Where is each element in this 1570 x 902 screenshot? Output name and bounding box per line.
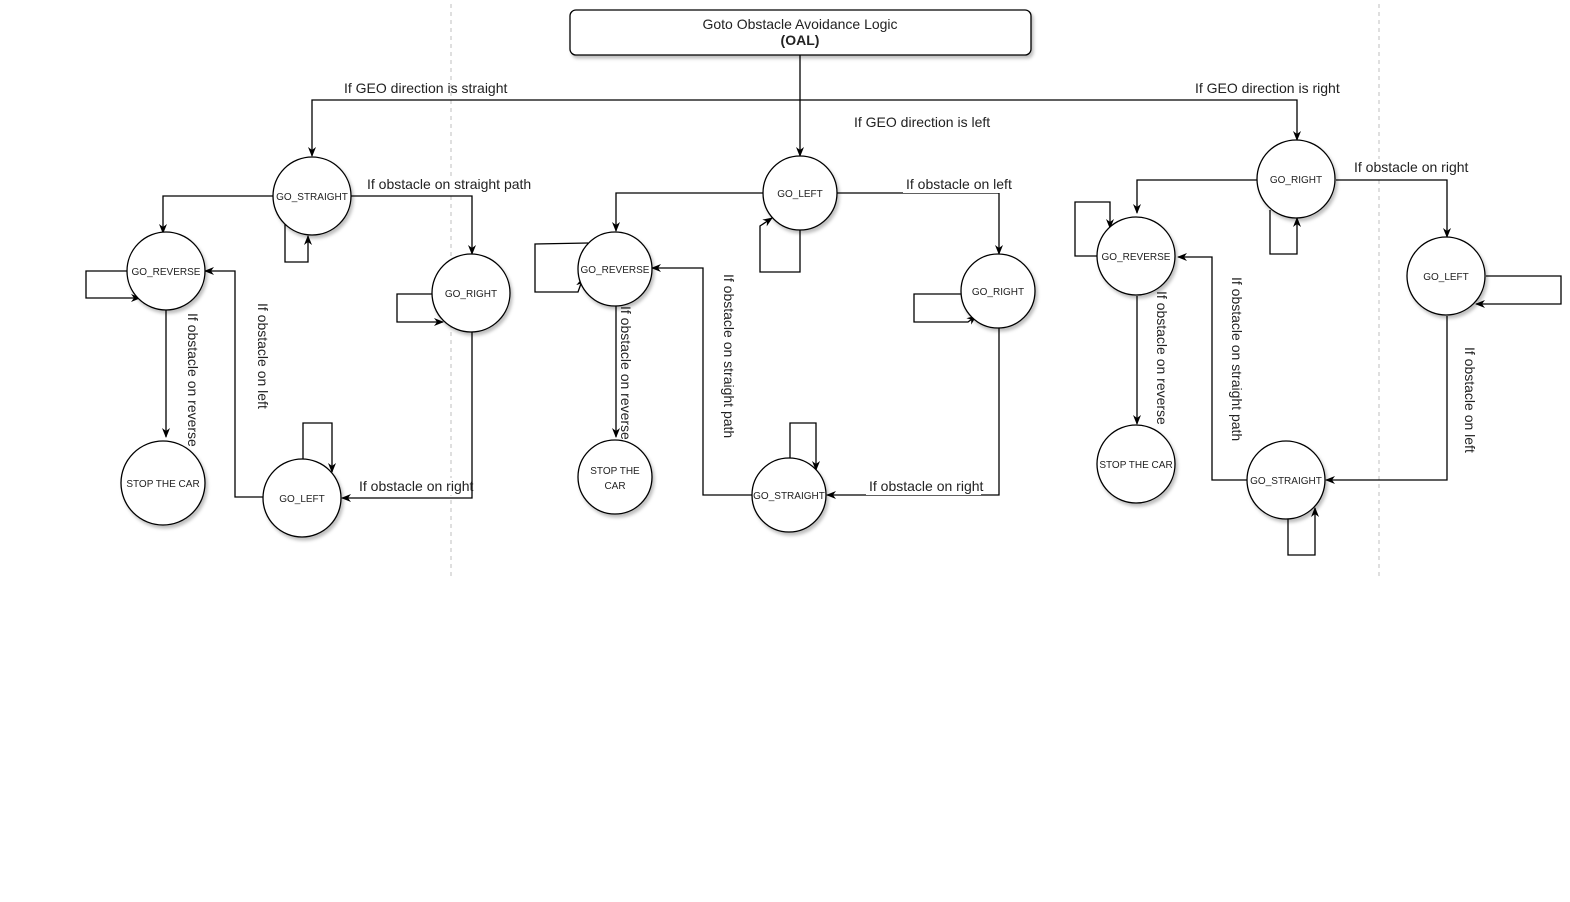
edge-s2-straight-to-reverse — [651, 264, 753, 496]
edge-oal-to-straight — [308, 99, 800, 157]
condition-label-straight-path: If obstacle on straight path — [721, 274, 737, 438]
edge-s1-straight-self-loop — [284, 222, 312, 263]
state-label: GO_RIGHT — [972, 287, 1024, 298]
condition-label-on-left: If obstacle on left — [1462, 347, 1478, 453]
edge-s1-right-self-loop — [396, 293, 444, 326]
state-label: GO_RIGHT — [1270, 175, 1322, 186]
condition-label-on-reverse: If obstacle on reverse — [1154, 291, 1170, 425]
condition-label-on-reverse: If obstacle on reverse — [618, 306, 634, 440]
branch-label-straight: If GEO direction is straight — [344, 80, 508, 96]
state-label: GO_REVERSE — [581, 265, 650, 276]
state-node-go-left: GO_LEFT — [262, 458, 342, 538]
edge-s1-straight-to-right — [351, 195, 476, 255]
state-node-stop-the-car: STOP THE CAR — [120, 440, 206, 526]
condition-label-on-right: If obstacle on right — [869, 478, 984, 494]
edge-s3-right-to-reverse — [1133, 179, 1258, 214]
state-label: GO_LEFT — [777, 189, 823, 200]
state-node-go-reverse: GO_REVERSE — [577, 231, 653, 307]
state-node-go-right: GO_RIGHT — [431, 253, 511, 333]
state-label: GO_REVERSE — [132, 267, 201, 278]
state-node-go-reverse: GO_REVERSE — [1096, 216, 1176, 296]
condition-label-on-reverse: If obstacle on reverse — [185, 313, 201, 447]
state-label: STOP THE CAR — [1099, 460, 1172, 471]
state-label: GO_LEFT — [279, 494, 325, 505]
branch-label-left: If GEO direction is left — [854, 114, 990, 130]
state-node-go-right: GO_RIGHT — [1256, 139, 1336, 219]
edge-s3-reverse-self-loop — [1074, 201, 1114, 257]
edge-s1-straight-to-reverse — [159, 195, 273, 234]
edge-s3-left-self-loop — [1475, 275, 1562, 308]
edge-s3-right-self-loop — [1269, 210, 1301, 255]
oal-title-line1: Goto Obstacle Avoidance Logic — [702, 16, 897, 32]
edge-s2-left-to-right — [836, 192, 1003, 255]
edge-oal-to-right — [800, 99, 1301, 141]
state-node-go-reverse: GO_REVERSE — [126, 231, 206, 311]
edge-s1-reverse-self-loop — [85, 270, 141, 302]
state-node-go-right: GO_RIGHT — [960, 253, 1036, 329]
state-node-go-left: GO_LEFT — [1406, 236, 1486, 316]
state-label: GO_STRAIGHT — [276, 192, 348, 203]
state-label: STOP THE CAR — [126, 479, 199, 490]
state-label-line1: STOP THE — [590, 466, 640, 477]
state-label: GO_REVERSE — [1102, 252, 1171, 263]
edge-s2-right-to-straight — [826, 328, 1000, 499]
state-label: GO_LEFT — [1423, 272, 1469, 283]
edge-s1-right-to-left — [341, 332, 473, 502]
condition-label-on-right: If obstacle on right — [1354, 159, 1469, 175]
edge-s2-left-to-reverse — [612, 192, 764, 232]
edge-s2-straight-self-loop — [789, 422, 820, 471]
edge-s3-left-to-straight — [1325, 316, 1448, 484]
condition-label-on-right: If obstacle on right — [359, 478, 474, 494]
state-node-go-left: GO_LEFT — [762, 155, 838, 231]
oal-title-box: Goto Obstacle Avoidance Logic (OAL) — [569, 9, 1032, 56]
edge-s1-left-to-reverse — [204, 267, 264, 498]
oal-title-line2: (OAL) — [781, 32, 820, 48]
state-label: GO_RIGHT — [445, 289, 497, 300]
state-label-line2: CAR — [604, 481, 625, 492]
state-node-go-straight: GO_STRAIGHT — [272, 156, 352, 236]
edge-s2-reverse-self-loop — [534, 242, 589, 293]
edge-s2-right-self-loop — [913, 293, 977, 325]
state-label: GO_STRAIGHT — [1250, 476, 1322, 487]
condition-label-straight-path: If obstacle on straight path — [1229, 277, 1245, 441]
edge-s3-right-to-left — [1336, 179, 1451, 238]
condition-label-on-left: If obstacle on left — [906, 176, 1012, 192]
edge-s3-straight-to-reverse — [1177, 253, 1248, 481]
branch-label-right: If GEO direction is right — [1195, 80, 1340, 96]
condition-label-straight-path: If obstacle on straight path — [367, 176, 531, 192]
state-node-go-straight: GO_STRAIGHT — [751, 457, 827, 533]
state-label: GO_STRAIGHT — [753, 491, 825, 502]
state-node-go-straight: GO_STRAIGHT — [1246, 440, 1326, 520]
edge-s2-left-self-loop — [759, 217, 801, 273]
edge-s1-left-self-loop — [302, 422, 336, 473]
state-node-stop-the-car: STOP THE CAR — [1096, 424, 1176, 504]
state-node-stop-the-car: STOP THE CAR — [577, 439, 653, 515]
edge-s3-straight-self-loop — [1287, 507, 1319, 556]
condition-label-on-left: If obstacle on left — [255, 303, 271, 409]
